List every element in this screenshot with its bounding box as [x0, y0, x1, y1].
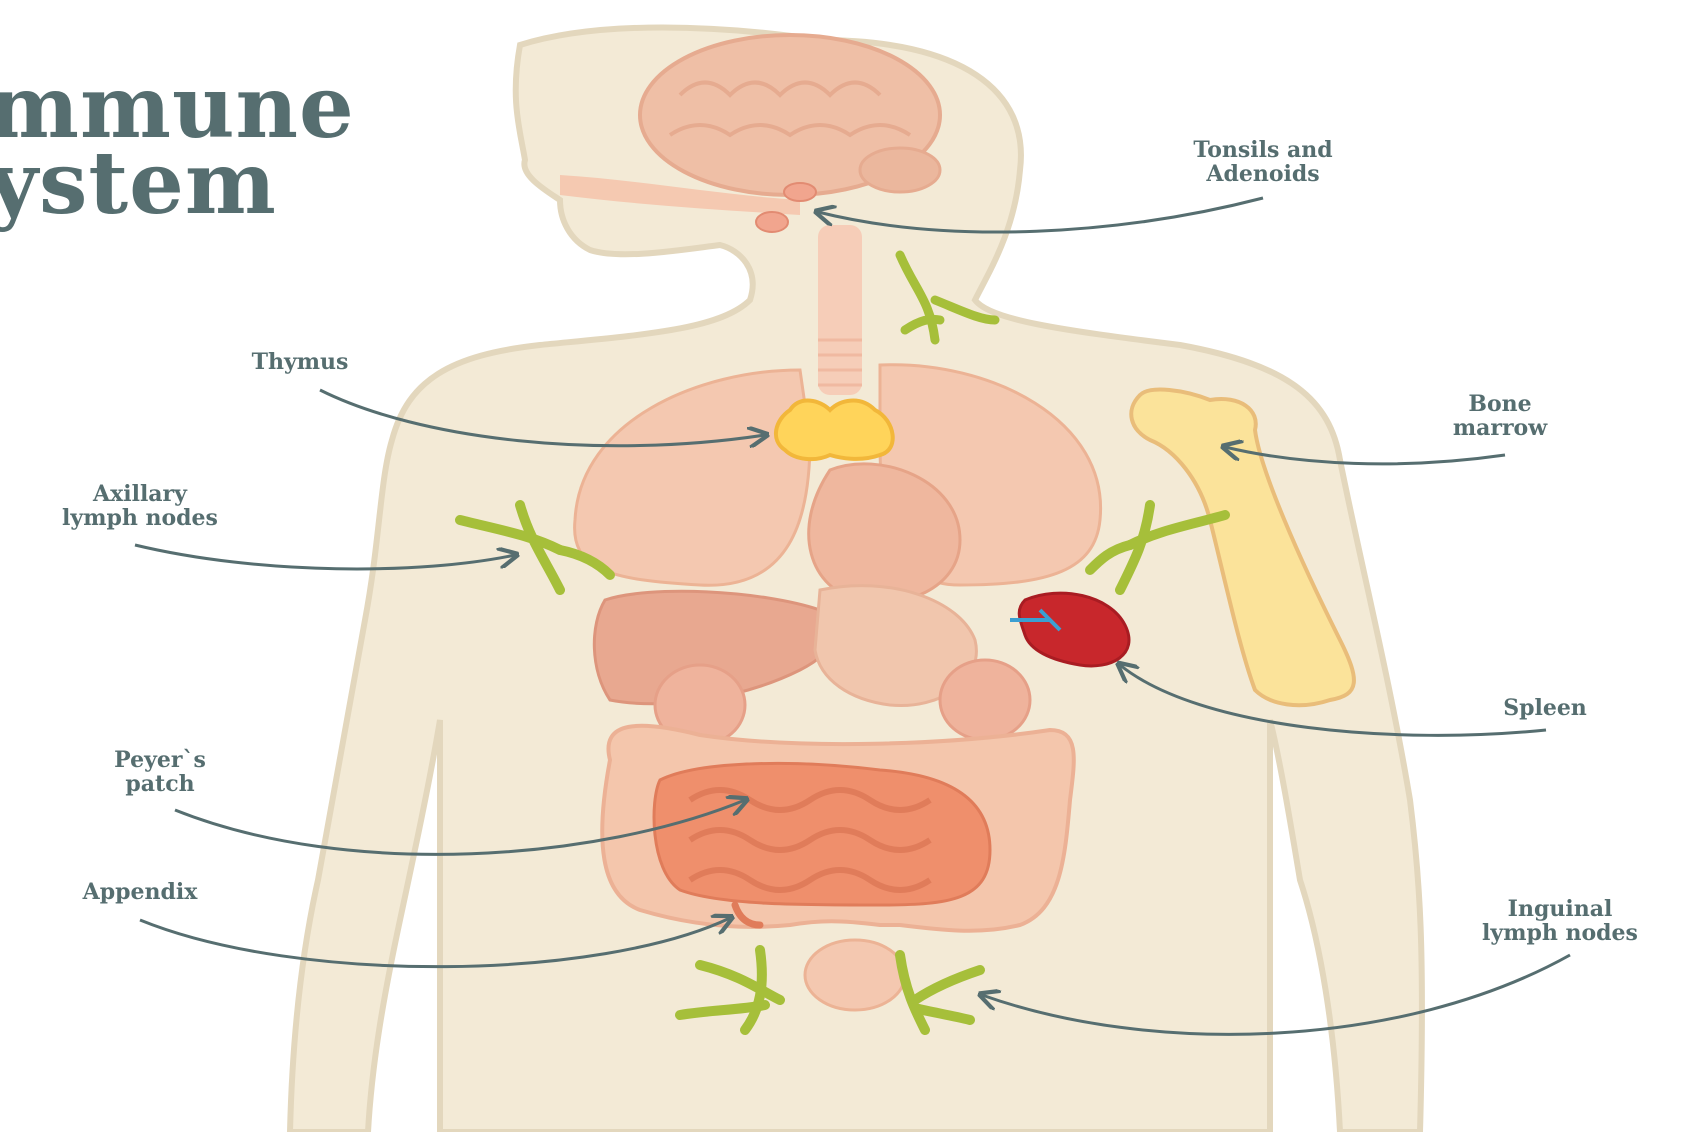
label-axillary-line-2: lymph nodes	[15, 506, 265, 530]
label-bone-marrow: Bone marrow	[1410, 392, 1590, 440]
label-appendix: Appendix	[40, 880, 240, 904]
diagram-title: mmune ystem	[0, 70, 355, 222]
label-tonsils-line-1: Tonsils and	[1148, 138, 1378, 162]
label-inguinal-line-2: lymph nodes	[1435, 921, 1685, 945]
label-axillary-line-1: Axillary	[15, 482, 265, 506]
label-appendix-line-1: Appendix	[40, 880, 240, 904]
label-axillary-lymph-nodes: Axillary lymph nodes	[15, 482, 265, 530]
label-thymus: Thymus	[200, 350, 400, 374]
label-peyers-patch: Peyer`s patch	[60, 748, 260, 796]
small-intestine	[654, 763, 990, 905]
bladder	[805, 940, 905, 1010]
label-peyers-line-1: Peyer`s	[60, 748, 260, 772]
label-bone-marrow-line-1: Bone	[1410, 392, 1590, 416]
label-tonsils-line-2: Adenoids	[1148, 162, 1378, 186]
label-inguinal-line-1: Inguinal	[1435, 897, 1685, 921]
label-spleen: Spleen	[1465, 696, 1625, 720]
label-inguinal-lymph-nodes: Inguinal lymph nodes	[1435, 897, 1685, 945]
thymus	[776, 401, 893, 460]
label-thymus-line-1: Thymus	[200, 350, 400, 374]
brain	[640, 35, 940, 195]
label-spleen-line-1: Spleen	[1465, 696, 1625, 720]
label-tonsils-adenoids: Tonsils and Adenoids	[1148, 138, 1378, 186]
label-bone-marrow-line-2: marrow	[1410, 416, 1590, 440]
label-peyers-line-2: patch	[60, 772, 260, 796]
